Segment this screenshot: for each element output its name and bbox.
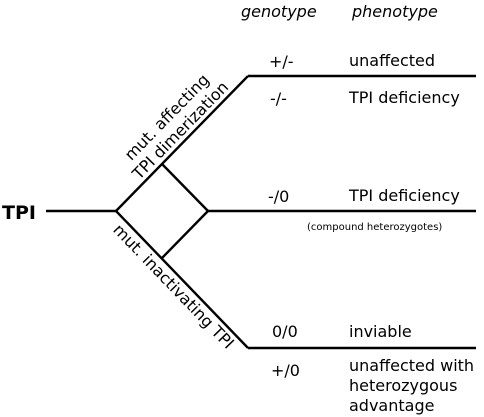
genotype-header: genotype xyxy=(241,2,317,21)
phenotype-row-5-line3: advantage xyxy=(349,396,434,415)
cross-line-lower xyxy=(161,210,209,259)
root-label: TPI xyxy=(2,202,36,224)
tree-lines xyxy=(46,74,476,350)
phenotype-row-4: inviable xyxy=(349,322,412,341)
genotype-row-3: -/0 xyxy=(268,187,289,206)
phenotype-row-5-line1: unaffected with xyxy=(349,356,474,375)
lower-branch-label: mut. inactivating TPI xyxy=(109,220,238,352)
phenotype-row-3: TPI deficiency xyxy=(348,186,460,205)
genotype-row-1: +/- xyxy=(269,52,294,71)
lower-branch-line xyxy=(115,210,249,349)
upper-branch-line xyxy=(115,75,249,212)
phenotype-row-5-line2: heterozygous xyxy=(349,376,457,395)
phenotype-row-1: unaffected xyxy=(349,51,435,70)
genotype-row-4: 0/0 xyxy=(272,322,298,341)
upper-branch-label: mut. affecting TPI dimerization xyxy=(121,70,233,184)
phenotype-row-2: TPI deficiency xyxy=(348,88,460,107)
cross-line-upper xyxy=(161,163,209,212)
genotype-row-5: +/0 xyxy=(271,361,300,380)
lower-branch-label-text: mut. inactivating TPI xyxy=(109,220,238,352)
phenotype-header: phenotype xyxy=(351,2,438,21)
phenotype-row-3-note: (compound heterozygotes) xyxy=(307,222,442,233)
genotype-row-2: -/- xyxy=(270,89,287,108)
